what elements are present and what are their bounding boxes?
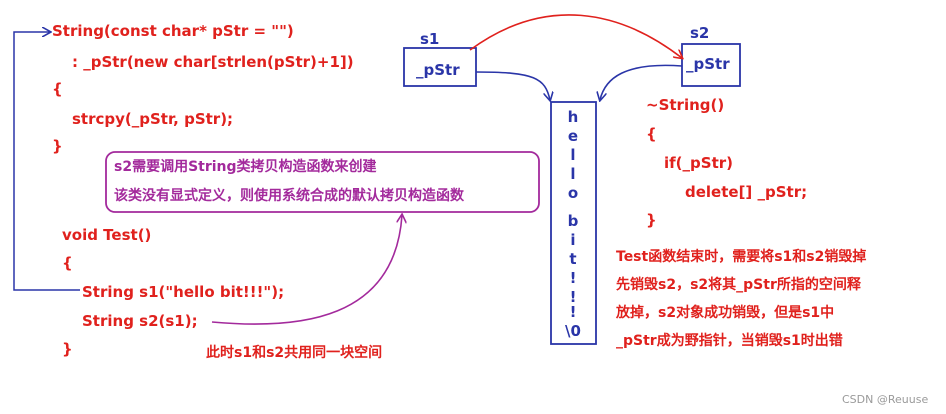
test-end-note-line-4: _pStr成为野指针，当销毁s1时出错 <box>616 333 843 349</box>
code-line-destructor: ~String() <box>646 96 725 114</box>
constructor-call-connector <box>13 32 80 291</box>
code-line-test-signature: void Test() <box>62 226 152 244</box>
heap-char: e <box>567 127 579 145</box>
s2-box <box>681 43 741 87</box>
code-line-constructor: String(const char* pStr = "") <box>52 22 294 40</box>
copy-call-connector <box>211 215 402 325</box>
test-end-note-line-3: 放掉，s2对象成功销毁，但是s1中 <box>616 305 835 321</box>
heap-char: l <box>570 146 576 164</box>
code-line-open-brace: { <box>52 80 63 98</box>
heap-memory-box <box>550 101 597 345</box>
copy-red-arrow <box>469 14 682 58</box>
code-line-delete: delete[] _pStr; <box>685 183 808 201</box>
watermark: CSDN @Reuuse <box>842 393 929 406</box>
heap-char-terminator: \0 <box>565 322 581 340</box>
note-line-2: 该类没有显式定义，则使用系统合成的默认拷贝构造函数 <box>114 188 464 204</box>
test-end-note-line-2: 先销毁s2，s2将其_pStr所指的空间释 <box>616 277 861 293</box>
heap-char: t <box>569 250 577 268</box>
code-line-test-open: { <box>62 254 73 272</box>
heap-char: o <box>567 184 579 202</box>
s2-member: _pStr <box>686 55 730 73</box>
s2-pointer-arrow <box>600 64 683 100</box>
heap-char: b <box>567 212 579 230</box>
heap-char: h <box>567 108 579 126</box>
code-line-s1-create: String s1("hello bit!!!"); <box>82 283 285 301</box>
shared-space-note: 此时s1和s2共用同一块空间 <box>206 345 383 361</box>
s1-member: _pStr <box>416 61 460 79</box>
code-line-if: if(_pStr) <box>664 154 733 172</box>
s1-pointer-arrow <box>475 71 550 100</box>
code-line-s2-copy: String s2(s1); <box>82 312 198 330</box>
note-box <box>105 151 540 213</box>
code-line-strcpy: strcpy(_pStr, pStr); <box>72 110 234 128</box>
code-line-test-close: } <box>62 340 73 358</box>
code-line-dtor-close: } <box>646 211 657 229</box>
s1-label: s1 <box>420 30 440 48</box>
code-line-initializer: : _pStr(new char[strlen(pStr)+1]) <box>72 53 354 71</box>
test-end-note-line-1: Test函数结束时，需要将s1和s2销毁掉 <box>616 249 867 265</box>
heap-char: ! <box>569 269 577 287</box>
heap-char: ! <box>569 288 577 306</box>
heap-char: ! <box>569 303 577 321</box>
heap-char: i <box>570 231 576 249</box>
code-line-dtor-open: { <box>646 125 657 143</box>
code-line-close-brace: } <box>52 137 63 155</box>
heap-char: l <box>570 165 576 183</box>
s1-box <box>403 47 477 87</box>
s2-label: s2 <box>690 24 710 42</box>
note-line-1: s2需要调用String类拷贝构造函数来创建 <box>114 159 377 175</box>
